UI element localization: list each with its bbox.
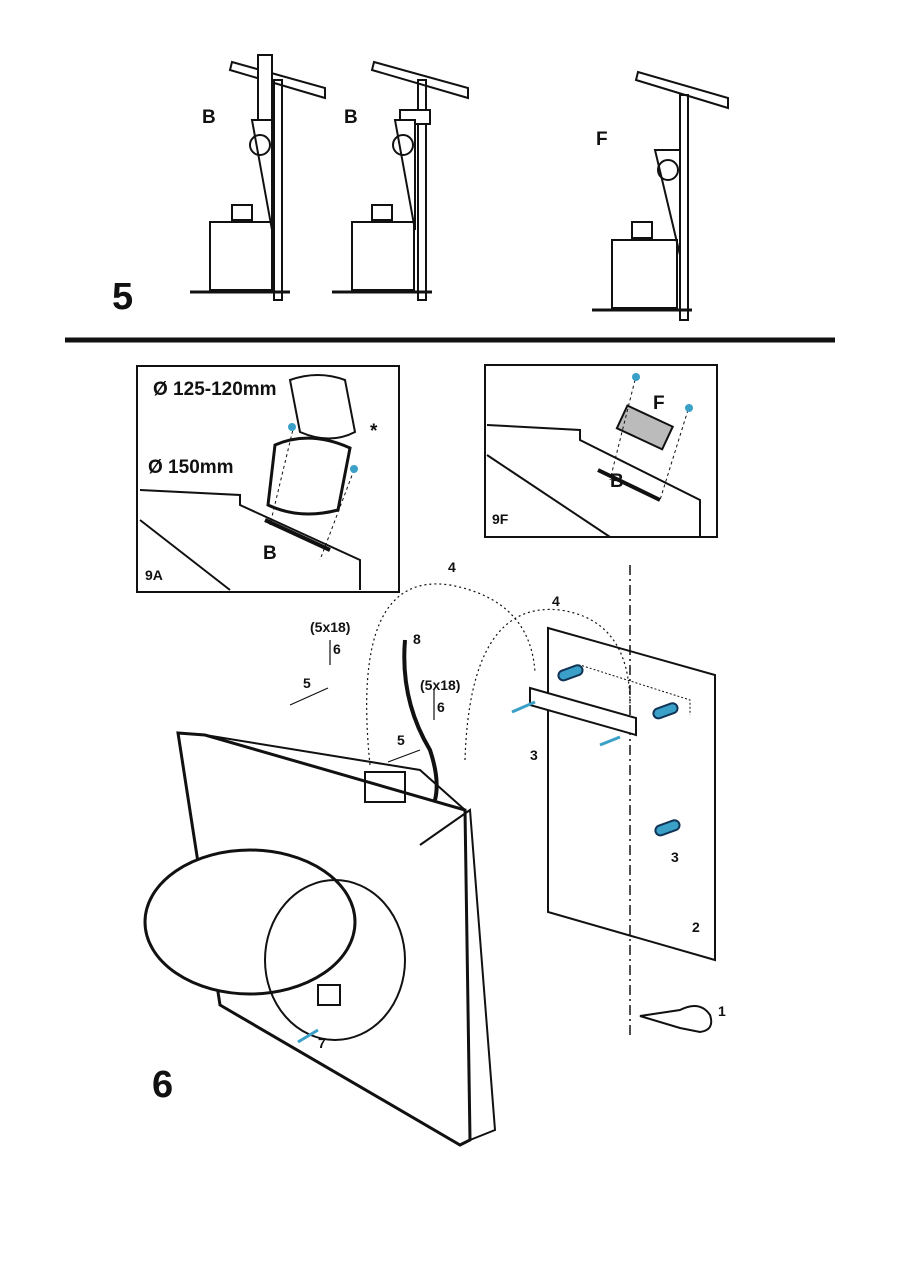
adjust-label-1: 5: [303, 675, 311, 691]
step5-label-b2: B: [344, 107, 358, 128]
panel-9a-id: 9A: [145, 567, 163, 583]
step5-figure-ducted-vertical: [190, 54, 326, 301]
safety-screw-label: 7: [318, 1035, 326, 1051]
screw-size-label-1: (5x18): [310, 619, 351, 635]
cable-label: 8: [413, 631, 421, 647]
panel-9a-frame: [136, 365, 400, 593]
arc-label-4b: 4: [552, 593, 560, 609]
step5-label-f: F: [596, 129, 608, 150]
step6-leader-lines: [289, 583, 631, 801]
wall-screws-label: 3: [530, 747, 538, 763]
safety-screw: [297, 1028, 319, 1044]
panel-9f-filter-label: F: [653, 393, 665, 414]
step5-figure-ducted-horizontal: [332, 60, 469, 301]
wall-plug-label: 3: [671, 849, 679, 865]
panel-9f-frame: [484, 364, 718, 538]
flange-diameter-label: Ø 150mm: [148, 457, 234, 478]
screw-number-label-1: 6: [333, 641, 341, 657]
reducer-diameter-label: Ø 125-120mm: [153, 379, 277, 400]
hand-marking-icon: [639, 1005, 713, 1034]
adjust-label-2: 5: [397, 732, 405, 748]
step5-number: 5: [112, 276, 134, 318]
marking-label: 1: [718, 1003, 726, 1019]
step6-number: 6: [152, 1064, 174, 1106]
screw-number-label-2: 6: [437, 699, 445, 715]
step6-wall-panel: [511, 565, 716, 1035]
step5-label-b1: B: [202, 107, 216, 128]
panel-9f-id: 9F: [492, 511, 509, 527]
optional-asterisk: *: [370, 421, 378, 442]
wall-label: 2: [692, 919, 700, 935]
screw-size-label-2: (5x18): [420, 677, 461, 693]
arc-label-4a: 4: [448, 559, 456, 575]
panel-9a-outlet-label: B: [263, 543, 277, 564]
step5-figure-filter-recirculation: [592, 70, 729, 321]
step6-hood-body: [143, 731, 497, 1147]
panel-9f-outlet-label: B: [610, 471, 624, 492]
